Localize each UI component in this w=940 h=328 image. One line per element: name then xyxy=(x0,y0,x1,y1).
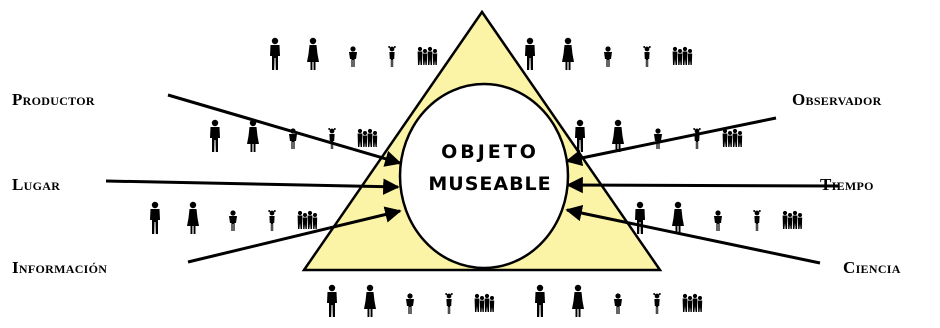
group-of-people-icon xyxy=(722,128,743,147)
person-icon xyxy=(653,293,661,314)
arrow-tiempo xyxy=(566,176,839,194)
label-lugar: Lugar xyxy=(12,175,61,194)
label-ciencia: Ciencia xyxy=(843,258,901,277)
person-icon xyxy=(406,293,414,314)
group-of-people-icon xyxy=(297,210,318,229)
person-icon xyxy=(210,119,220,152)
center-label-line-2: MUSEABLE xyxy=(428,173,552,195)
group-of-people-icon xyxy=(782,210,803,229)
center-circle xyxy=(398,82,570,270)
person-icon xyxy=(349,46,357,67)
group-of-people-icon xyxy=(474,293,495,312)
label-observador: Observador xyxy=(792,90,882,109)
person-icon xyxy=(643,46,651,67)
person-icon xyxy=(635,201,645,234)
person-icon xyxy=(229,210,237,231)
person-icon xyxy=(612,119,624,152)
group-of-people-icon xyxy=(357,128,378,147)
person-icon xyxy=(562,37,574,70)
center-label-line-1: OBJETO xyxy=(441,141,539,163)
person-icon xyxy=(535,284,545,317)
label-informacion: Información xyxy=(12,258,108,277)
person-icon xyxy=(753,210,761,231)
group-of-people-icon xyxy=(682,293,703,312)
person-icon xyxy=(388,46,396,67)
person-icon xyxy=(327,284,337,317)
arrow-lugar xyxy=(105,178,400,195)
person-icon xyxy=(328,128,336,149)
person-icon xyxy=(572,284,584,317)
arrow-layer xyxy=(105,93,839,265)
person-icon xyxy=(525,37,535,70)
person-icon xyxy=(714,210,722,231)
person-icon xyxy=(654,128,662,149)
person-icon xyxy=(187,201,199,234)
arrow-informacion xyxy=(187,206,402,264)
arrow-productor xyxy=(167,93,402,167)
arrow-observador xyxy=(565,116,777,167)
person-icon xyxy=(614,293,622,314)
person-icon xyxy=(270,37,280,70)
person-icon xyxy=(150,201,160,234)
person-icon xyxy=(268,210,276,231)
person-icon xyxy=(364,284,376,317)
person-icon xyxy=(307,37,319,70)
label-productor: Productor xyxy=(12,90,95,109)
group-of-people-icon xyxy=(417,46,438,65)
person-icon xyxy=(445,293,453,314)
group-of-people-icon xyxy=(672,46,693,65)
label-tiempo: Tiempo xyxy=(820,175,874,194)
person-icon xyxy=(672,201,684,234)
arrow-ciencia xyxy=(565,204,821,265)
person-icon xyxy=(247,119,259,152)
person-icon xyxy=(604,46,612,67)
person-icon xyxy=(693,128,701,149)
